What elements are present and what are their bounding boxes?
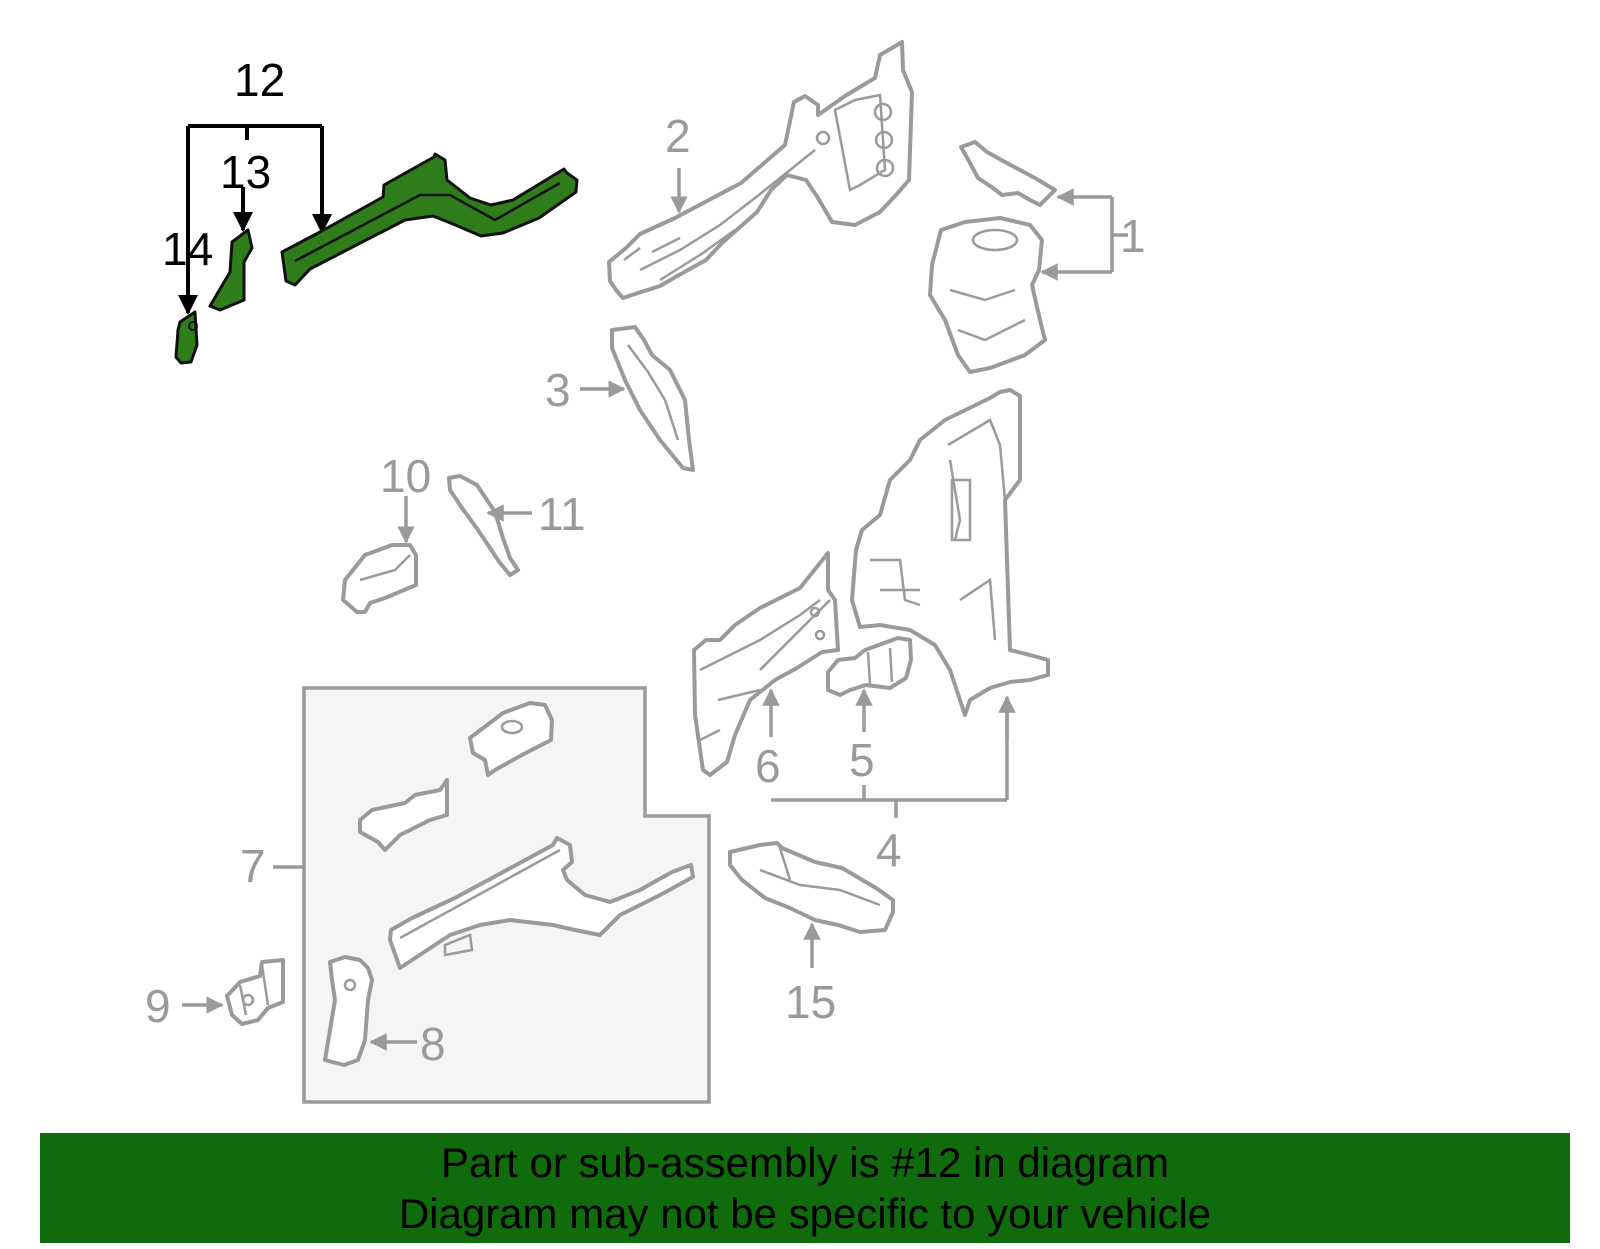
banner-line-2: Diagram may not be specific to your vehi…: [398, 1190, 1212, 1237]
part-9-bracket: [225, 958, 285, 1026]
callout-6: 6: [755, 740, 781, 792]
callout-3: 3: [545, 364, 571, 416]
callout-4: 4: [876, 824, 902, 876]
callout-11: 11: [538, 488, 586, 540]
part-12-assembly: [174, 124, 579, 365]
callout-9: 9: [145, 980, 171, 1032]
callout-12: 12: [234, 54, 285, 106]
banner-line-1: Part or sub-assembly is #12 in diagram: [440, 1139, 1170, 1186]
callout-1: 1: [1120, 210, 1146, 262]
part-5-bracket: [826, 636, 913, 697]
part-12-rail: [280, 152, 579, 287]
callout-2: 2: [665, 110, 691, 162]
callout-8: 8: [420, 1018, 446, 1070]
bracket-4: [771, 710, 1009, 818]
part-7-components: [323, 701, 695, 1067]
part-1-tower: [928, 140, 1057, 374]
part-15-extension: [728, 841, 895, 934]
part-2-apron: [607, 40, 914, 300]
part-14-plate: [174, 310, 199, 365]
callout-15: 15: [785, 976, 836, 1028]
part-4-inner-apron: [850, 388, 1050, 717]
part-10-bracket: [341, 543, 418, 614]
callout-10: 10: [380, 450, 431, 502]
info-banner: Part or sub-assembly is #12 in diagram D…: [40, 1133, 1570, 1243]
bracket-12: [186, 124, 324, 300]
callout-13: 13: [220, 146, 271, 198]
part-13-bracket: [208, 228, 254, 312]
part-6-panel: [692, 551, 840, 777]
part-3-brace: [610, 325, 695, 472]
bracket-1: [1110, 197, 1128, 272]
part-11-brace: [447, 474, 520, 577]
callout-7: 7: [240, 840, 266, 892]
callout-14: 14: [162, 223, 213, 275]
callout-5: 5: [849, 734, 875, 786]
